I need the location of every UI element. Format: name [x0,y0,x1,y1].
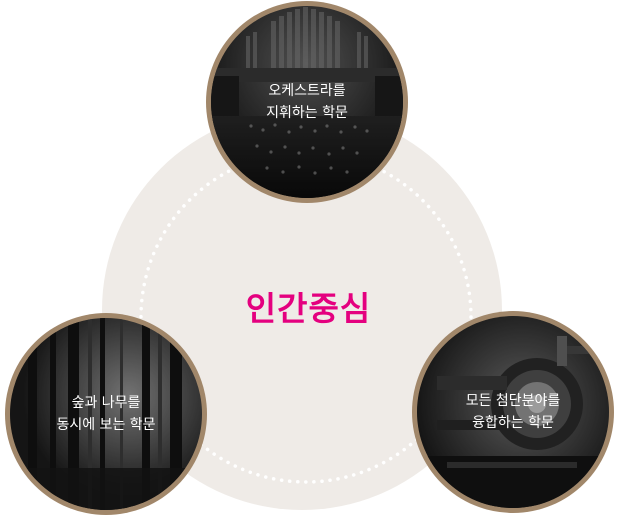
center-title: 인간중심 [245,289,372,328]
node-forest-line1: 숲과 나무를 [71,395,141,411]
node-technology: 모든 첨단분야를 융합하는 학문 [412,311,614,513]
node-forest: 숲과 나무를 동시에 보는 학문 [5,313,207,515]
node-forest-line2: 동시에 보는 학문 [56,417,156,433]
node-orchestra-caption: 오케스트라를 지휘하는 학문 [206,1,408,203]
node-orchestra: 오케스트라를 지휘하는 학문 [206,1,408,203]
node-technology-caption: 모든 첨단분야를 융합하는 학문 [412,311,614,513]
orchestra-photo [211,6,403,198]
node-orchestra-line2: 지휘하는 학문 [266,105,348,121]
node-forest-caption: 숲과 나무를 동시에 보는 학문 [5,313,207,515]
node-orchestra-line1: 오케스트라를 [268,83,346,99]
node-technology-line1: 모든 첨단분야를 [465,393,561,409]
node-technology-line2: 융합하는 학문 [472,415,554,431]
forest-photo [10,318,202,510]
